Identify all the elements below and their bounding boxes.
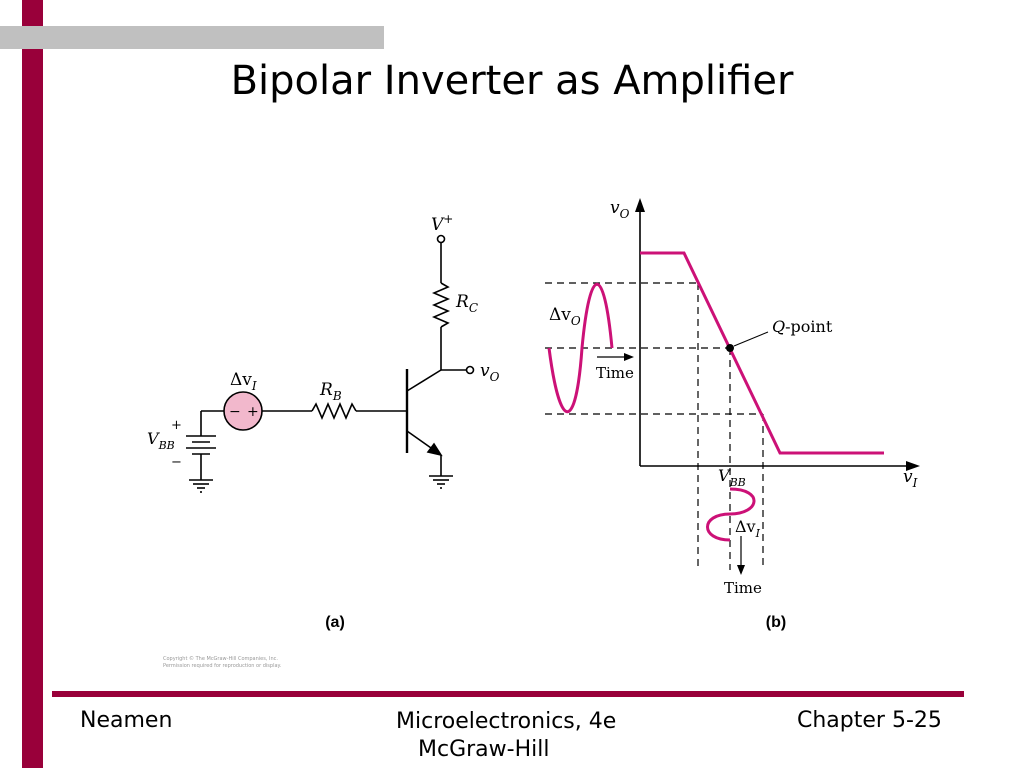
bias-minus: − [171,455,182,470]
input-sine [706,487,756,542]
bias-label: VBB [147,429,175,452]
vbb-label: VBB [718,466,746,489]
y-axis-label: vO [610,198,630,221]
slide-title: Bipolar Inverter as Amplifier [230,58,794,104]
output-swing-label: ΔvO [549,305,581,328]
footer-book: Microelectronics, 4e McGraw-Hill [396,708,616,764]
transfer-curve [640,251,884,455]
footer-book-title: Microelectronics, 4e [396,709,617,734]
signal-source-label: ΔvI [230,370,257,393]
supply-terminal [436,234,446,244]
bias-plus: + [171,418,182,433]
supply-label: V+ [431,212,453,235]
output-sine [547,282,614,414]
emitter-arrow [426,442,443,457]
q-point-label: Q-point [772,317,833,336]
footer-rule [52,691,964,697]
top-gray-band [0,26,384,49]
collector-resistor [431,282,451,328]
x-axis-label: vI [903,467,918,490]
copyright-notice: Copyright © The McGraw-Hill Companies, I… [163,656,281,670]
footer-author: Neamen [80,708,173,733]
base-resistor [311,401,357,421]
output-terminal [465,365,475,375]
copyright-line-2: Permission required for reproduction or … [163,663,282,669]
source-plus: + [247,404,259,420]
base-resistor-label: RB [319,380,342,403]
input-time-label: Time [724,579,762,597]
output-label: vO [480,361,500,384]
caption-b: (b) [766,614,786,631]
circuit-figure: V+ RC vO RB ΔvI − + + VBB − (a) vO vI Q-… [147,198,920,631]
left-accent-bar [22,0,43,768]
footer-chapter: Chapter 5-25 [797,708,942,733]
output-time-label: Time [596,364,634,382]
footer-publisher: McGraw-Hill [418,737,550,762]
copyright-line-1: Copyright © The McGraw-Hill Companies, I… [163,656,279,662]
caption-a: (a) [325,614,345,631]
collector-resistor-label: RC [455,292,478,315]
input-swing-label: ΔvI [735,517,761,540]
source-minus: − [229,404,241,420]
q-point-marker [726,344,734,352]
